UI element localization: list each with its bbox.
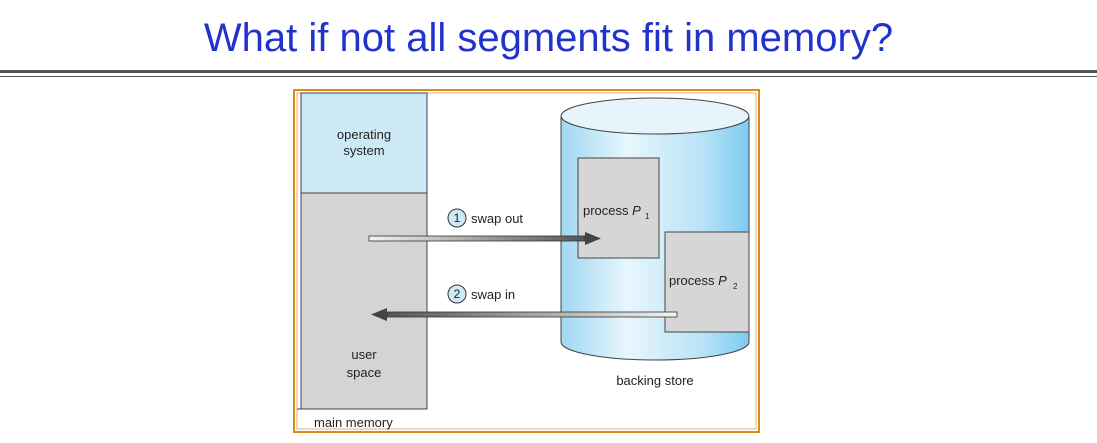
user-space-region: [300, 192, 428, 410]
swap-out-badge: 1 swap out: [447, 208, 523, 228]
swap-in-number: 2: [454, 287, 461, 301]
user-space-label-line2: space: [347, 365, 382, 380]
swap-in-badge: 2 swap in: [447, 284, 515, 304]
process-p2: process P 2: [664, 231, 750, 333]
title-divider-thin: [0, 76, 1097, 77]
swap-out-number: 1: [454, 211, 461, 225]
backing-store-label: backing store: [616, 373, 693, 388]
main-memory-label: main memory: [314, 415, 393, 430]
process-p2-label: process P: [669, 273, 727, 288]
title-divider: [0, 70, 1097, 73]
swap-out-arrow: [368, 232, 601, 245]
operating-system-region: [300, 92, 428, 194]
process-p1: process P 1: [577, 157, 660, 259]
swap-in-label: swap in: [471, 287, 515, 302]
swap-out-label: swap out: [471, 211, 523, 226]
process-p1-subscript: 1: [645, 212, 650, 221]
os-label-line1: operating: [337, 127, 391, 142]
user-space-label-line1: user: [351, 347, 377, 362]
process-p2-box: [664, 231, 750, 333]
os-label-line2: system: [343, 143, 384, 158]
swapping-diagram: operating system user space main memory …: [293, 89, 760, 433]
process-p1-label: process P: [583, 203, 641, 218]
main-memory: operating system user space main memory: [297, 92, 428, 430]
swap-in-arrow: [371, 308, 678, 321]
process-p2-subscript: 2: [733, 282, 738, 291]
backing-store-top: [560, 97, 750, 135]
slide-title: What if not all segments fit in memory?: [203, 16, 894, 60]
